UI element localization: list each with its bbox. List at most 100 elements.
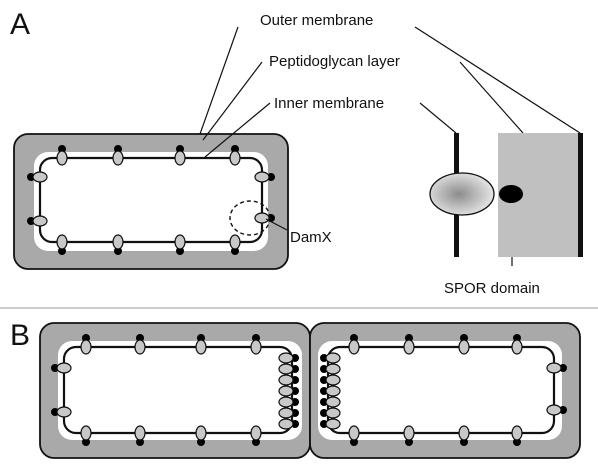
damx-protein bbox=[278, 374, 299, 386]
damx-protein bbox=[278, 363, 299, 375]
damx-protein bbox=[195, 425, 207, 446]
damx-protein-body bbox=[325, 407, 341, 419]
damx-protein-body bbox=[458, 339, 470, 355]
damx-protein bbox=[51, 362, 72, 374]
damx-protein-body bbox=[112, 150, 124, 166]
damx-protein bbox=[278, 418, 299, 430]
damx-protein bbox=[320, 363, 341, 375]
damx-protein bbox=[320, 374, 341, 386]
damx-protein bbox=[56, 234, 68, 255]
damx-protein-body bbox=[229, 150, 241, 166]
damx-protein bbox=[403, 334, 415, 355]
damx-protein-body bbox=[80, 339, 92, 355]
damx-protein bbox=[112, 234, 124, 255]
damx-protein bbox=[195, 334, 207, 355]
zoom-spor-domain bbox=[499, 185, 523, 203]
damx-protein bbox=[320, 418, 341, 430]
damx-protein bbox=[56, 145, 68, 166]
damx-protein-body bbox=[278, 363, 294, 375]
damx-protein-body bbox=[56, 406, 72, 418]
damx-protein-body bbox=[134, 425, 146, 441]
damx-protein bbox=[254, 212, 275, 224]
cell-a bbox=[13, 133, 289, 270]
damx-protein bbox=[80, 334, 92, 355]
damx-protein-body bbox=[278, 418, 294, 430]
damx-protein bbox=[51, 406, 72, 418]
damx-protein bbox=[134, 425, 146, 446]
damx-protein bbox=[546, 404, 567, 416]
damx-protein bbox=[278, 396, 299, 408]
damx-protein-body bbox=[195, 339, 207, 355]
damx-protein-body bbox=[278, 396, 294, 408]
damx-protein-body bbox=[254, 171, 270, 183]
damx-protein bbox=[320, 407, 341, 419]
zoom-inset bbox=[429, 133, 583, 257]
panel-b-letter: B bbox=[10, 319, 30, 352]
damx-highlight-circle bbox=[229, 200, 271, 236]
damx-label: DamX bbox=[290, 229, 332, 246]
damx-protein bbox=[80, 425, 92, 446]
damx-protein-body bbox=[250, 425, 262, 441]
damx-protein-body bbox=[56, 234, 68, 250]
damx-protein-body bbox=[511, 339, 523, 355]
damx-protein-body bbox=[325, 385, 341, 397]
inner-membrane-label: Inner membrane bbox=[274, 95, 384, 112]
damx-protein bbox=[112, 145, 124, 166]
peptidoglycan-leader-1 bbox=[202, 61, 263, 141]
damx-protein bbox=[348, 334, 360, 355]
peptidoglycan-leader-2 bbox=[459, 61, 524, 134]
damx-protein-body bbox=[458, 425, 470, 441]
inner-membrane bbox=[326, 345, 556, 435]
damx-protein bbox=[278, 352, 299, 364]
damx-protein bbox=[174, 145, 186, 166]
damx-protein-body bbox=[325, 418, 341, 430]
damx-protein-body bbox=[325, 363, 341, 375]
damx-protein-body bbox=[195, 425, 207, 441]
damx-protein-body bbox=[134, 339, 146, 355]
damx-protein bbox=[229, 145, 241, 166]
damx-protein bbox=[511, 425, 523, 446]
inner-membrane-leader-1 bbox=[204, 102, 271, 158]
damx-protein bbox=[229, 234, 241, 255]
damx-protein-body bbox=[174, 234, 186, 250]
cell-b-right bbox=[309, 322, 581, 459]
damx-protein-body bbox=[80, 425, 92, 441]
damx-protein-body bbox=[174, 150, 186, 166]
inner-membrane bbox=[62, 345, 294, 435]
damx-protein-body bbox=[254, 212, 270, 224]
damx-protein-body bbox=[403, 339, 415, 355]
damx-protein-body bbox=[229, 234, 241, 250]
damx-protein bbox=[134, 334, 146, 355]
damx-protein-body bbox=[56, 362, 72, 374]
damx-protein-body bbox=[278, 352, 294, 364]
spor-domain-label: SPOR domain bbox=[444, 280, 540, 297]
damx-leader bbox=[265, 218, 288, 231]
inner-membrane bbox=[38, 156, 264, 244]
damx-protein bbox=[458, 425, 470, 446]
damx-protein bbox=[278, 407, 299, 419]
damx-protein-body bbox=[348, 339, 360, 355]
damx-protein bbox=[278, 385, 299, 397]
outer-membrane-label: Outer membrane bbox=[260, 12, 373, 29]
damx-protein bbox=[320, 352, 341, 364]
damx-protein-body bbox=[278, 374, 294, 386]
damx-protein-body bbox=[112, 234, 124, 250]
damx-protein bbox=[27, 171, 48, 183]
damx-protein bbox=[174, 234, 186, 255]
inner-membrane-leader-2 bbox=[419, 102, 457, 134]
damx-protein-body bbox=[325, 374, 341, 386]
damx-protein-body bbox=[546, 404, 562, 416]
damx-protein bbox=[320, 396, 341, 408]
damx-protein-body bbox=[32, 215, 48, 227]
damx-protein-body bbox=[56, 150, 68, 166]
cell-b-left bbox=[39, 322, 311, 459]
outer-membrane-leader-2 bbox=[414, 26, 581, 134]
damx-proteins bbox=[51, 334, 567, 446]
damx-protein bbox=[546, 362, 567, 374]
damx-protein-body bbox=[278, 407, 294, 419]
damx-protein bbox=[320, 385, 341, 397]
damx-protein bbox=[348, 425, 360, 446]
damx-protein bbox=[511, 334, 523, 355]
damx-protein bbox=[254, 171, 275, 183]
damx-protein-body bbox=[403, 425, 415, 441]
